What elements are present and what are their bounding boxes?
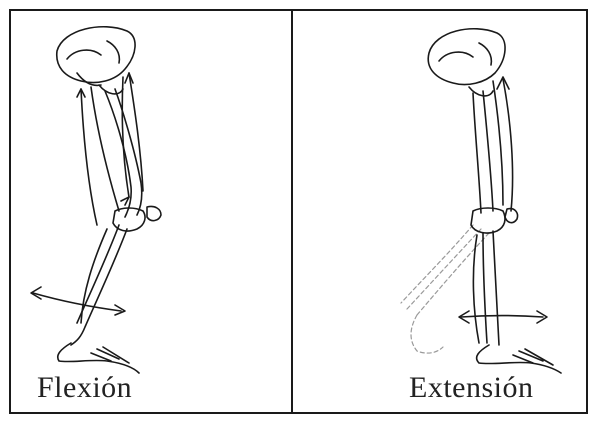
motion-arrow-line [33, 293, 121, 311]
patella [147, 206, 161, 220]
pelvis-bone [57, 27, 135, 83]
muscle-line-front [493, 81, 503, 205]
panel-flexion: Flexión [11, 11, 291, 412]
tibia-bone [493, 231, 499, 345]
figure-frame: Flexión [9, 9, 588, 414]
fibula-bone [483, 233, 487, 343]
muscle-line-4 [129, 73, 143, 191]
femur-bone [483, 91, 493, 211]
caption-extension: Extensión [409, 371, 534, 405]
motion-arrow-head-left [31, 287, 41, 299]
foot-bones [477, 345, 561, 373]
foot-bones [58, 343, 139, 373]
femur-bone-back [473, 93, 481, 213]
caption-flexion: Flexión [37, 371, 132, 405]
pelvis-bone [428, 29, 505, 85]
ghost-foot [411, 315, 443, 353]
extension-illustration [293, 11, 586, 416]
panel-extension: Extensión [293, 11, 586, 412]
ischium [99, 85, 123, 94]
muscle-line-2 [91, 87, 119, 211]
pelvis-detail [439, 43, 491, 65]
flexion-illustration [11, 11, 291, 416]
muscle-line-3 [122, 77, 129, 197]
ghost-fibula [407, 229, 481, 309]
quadriceps-muscle [503, 79, 513, 211]
calf-muscle [473, 235, 479, 343]
arrowhead-knee [121, 197, 129, 205]
knee-joint [471, 208, 505, 233]
motion-arrow-line [461, 316, 543, 318]
